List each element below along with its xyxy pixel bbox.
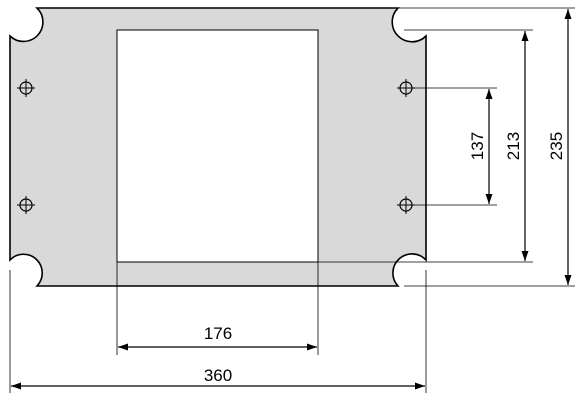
plate-opening — [116, 29, 319, 263]
extension-lines-right — [398, 7, 575, 287]
extension-lines-bottom — [9, 234, 427, 393]
dim-label-inner-height: 213 — [504, 132, 523, 160]
dim-label-total-width: 360 — [204, 366, 232, 385]
mounting-hole-bottom-left — [17, 196, 35, 214]
mounting-hole-top-left — [17, 79, 35, 97]
dim-label-total-height: 235 — [547, 132, 566, 160]
dim-label-opening-width: 176 — [204, 324, 232, 343]
dim-label-hole-spacing: 137 — [468, 132, 487, 160]
